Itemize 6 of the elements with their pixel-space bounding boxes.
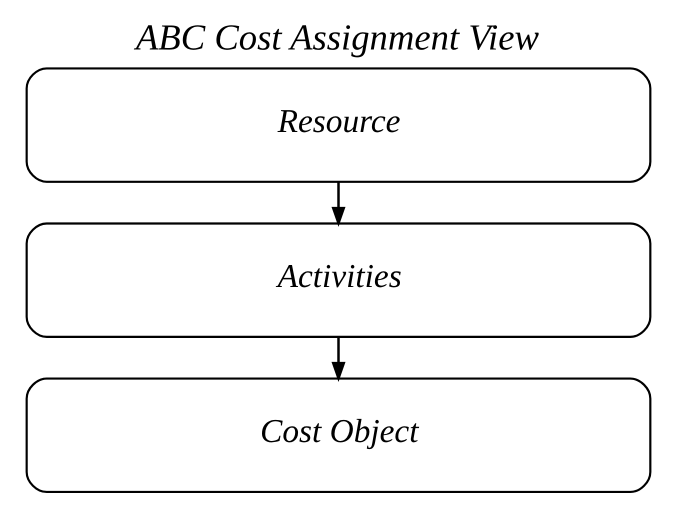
arrow <box>330 182 346 227</box>
node-box: Activities <box>25 222 651 338</box>
diagram-title: ABC Cost Assignment View <box>135 16 538 58</box>
arrow <box>330 337 346 382</box>
node-box: Cost Object <box>25 377 651 494</box>
node-box: Resource <box>25 67 651 183</box>
